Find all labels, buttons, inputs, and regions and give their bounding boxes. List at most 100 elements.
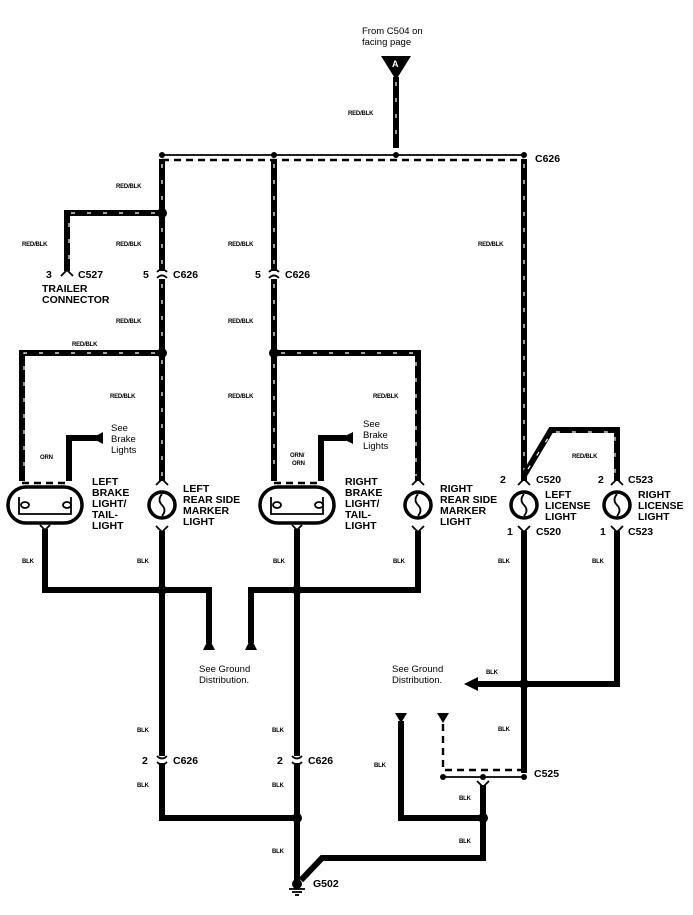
wire-right-marker-feed (276, 350, 421, 481)
wire-label: BLK (393, 559, 406, 565)
right-marker-light-label: MARKER (440, 505, 486, 517)
left-marker-light-label: LEFT (183, 483, 210, 495)
left-brake-light-label: TAIL- (92, 509, 119, 521)
wire-label: BLK (592, 559, 605, 565)
left-license-light-symbol (509, 477, 539, 534)
connector-c626-left-upper: C626 (173, 269, 198, 281)
see-ground-distribution-center: See Ground (199, 664, 250, 675)
connector-c520-top: C520 (536, 474, 561, 486)
lower-c626-connectors (156, 755, 303, 881)
wire-label: ORN/ (290, 453, 305, 459)
ground-g502-label: G502 (313, 878, 339, 890)
wire-label: RED/BLK (228, 242, 254, 248)
connector-symbol (268, 274, 280, 279)
see-ground-distribution-right: See Ground (392, 664, 443, 675)
left-brake-light-label: BRAKE (92, 487, 129, 499)
connector-c523-bottom: C523 (628, 526, 653, 538)
splice-bar-c626 (159, 152, 527, 162)
ground-g502-icon (289, 879, 305, 896)
left-license-light-label: LEFT (545, 489, 572, 501)
connector-c527: C527 (78, 269, 103, 281)
wire-label: BLK (459, 839, 472, 845)
wire-label: BLK (272, 849, 285, 855)
left-brake-light-label: LIGHT/ (92, 498, 126, 510)
connector-c626-top: C626 (535, 153, 560, 165)
pin-number: 2 (598, 474, 604, 486)
wire-label: RED/BLK (110, 394, 136, 400)
see-brake-lights-left: Lights (111, 445, 137, 456)
wire-label: ORN (40, 455, 53, 461)
connector-symbol (268, 268, 280, 273)
see-ground-distribution-center: Distribution. (199, 675, 249, 686)
wire-trailer-branch (60, 210, 160, 277)
connector-c525: C525 (534, 768, 559, 780)
wire-ground-left-group (42, 529, 421, 756)
see-brake-lights-left: See (111, 423, 128, 434)
wire-label-feed: RED/BLK (348, 111, 374, 117)
right-brake-light-label: RIGHT (345, 476, 378, 488)
pin-number: 2 (500, 474, 506, 486)
wire-ground-license (464, 531, 620, 773)
connector-c626-right-lower: C626 (308, 755, 333, 767)
arrow-label: A (392, 59, 399, 69)
wire-label: BLK (137, 559, 150, 565)
wire-label: BLK (486, 670, 499, 676)
left-license-light-label: LIGHT (545, 511, 577, 523)
trailer-connector-label: TRAILER (42, 283, 88, 295)
source-note-line1: From C504 on (362, 26, 423, 37)
right-license-light-symbol (602, 477, 632, 534)
right-license-light-label: RIGHT (638, 489, 671, 501)
wire-label: BLK (498, 727, 511, 733)
connector-c626-right-upper: C626 (285, 269, 310, 281)
pin-number: 3 (46, 269, 52, 281)
wire-label: BLK (137, 783, 150, 789)
wire-label: RED/BLK (116, 242, 142, 248)
left-brake-light-label: LIGHT (92, 520, 124, 532)
wire-label: BLK (22, 559, 35, 565)
wire-label: RED/BLK (22, 242, 48, 248)
right-brake-light-label: TAIL- (345, 509, 372, 521)
connector-c523-top: C523 (628, 474, 653, 486)
pin-number: 1 (600, 526, 606, 538)
wire-left-column-upper (157, 159, 167, 358)
right-brake-light-label: BRAKE (345, 487, 382, 499)
pin-number: 1 (507, 526, 513, 538)
wire-label: RED/BLK (373, 394, 399, 400)
wire-label: BLK (498, 559, 511, 565)
wire-label: BLK (137, 728, 150, 734)
pin-number: 5 (143, 269, 149, 281)
connector-symbol (156, 268, 168, 273)
splice-c525 (298, 713, 527, 883)
right-marker-light-label: RIGHT (440, 483, 473, 495)
right-marker-light-label: LIGHT (440, 516, 472, 528)
wire-label: BLK (459, 796, 472, 802)
wire-label: RED/BLK (116, 319, 142, 325)
wire-orn-left (22, 432, 103, 485)
left-license-light-label: LICENSE (545, 500, 591, 512)
see-brake-lights-right: Brake (363, 430, 388, 441)
see-brake-lights-left: Brake (111, 434, 136, 445)
left-marker-light-symbol (147, 477, 177, 534)
wire-label: RED/BLK (478, 242, 504, 248)
see-ground-distribution-right: Distribution. (392, 675, 442, 686)
wire-label: RED/BLK (572, 454, 598, 460)
right-marker-light-label: REAR SIDE (440, 494, 497, 506)
right-brake-light-label: LIGHT/ (345, 498, 379, 510)
wire-label: BLK (272, 783, 285, 789)
left-marker-light-label: LIGHT (183, 516, 215, 528)
connector-c626-left-lower: C626 (173, 755, 198, 767)
right-license-light-label: LIGHT (638, 511, 670, 523)
wire-orn-right (274, 432, 353, 485)
wire-left-brake-feed (19, 350, 165, 481)
source-note-line2: facing page (362, 37, 411, 48)
wire-label: BLK (374, 763, 387, 769)
wire-label: ORN (292, 461, 305, 467)
pin-number: 2 (142, 755, 148, 767)
wire-label: RED/BLK (228, 319, 254, 325)
right-brake-light-label: LIGHT (345, 520, 377, 532)
trailer-connector-label: CONNECTOR (42, 294, 110, 306)
pin-number: 5 (255, 269, 261, 281)
wire-label: RED/BLK (228, 394, 254, 400)
left-marker-light-label: MARKER (183, 505, 229, 517)
